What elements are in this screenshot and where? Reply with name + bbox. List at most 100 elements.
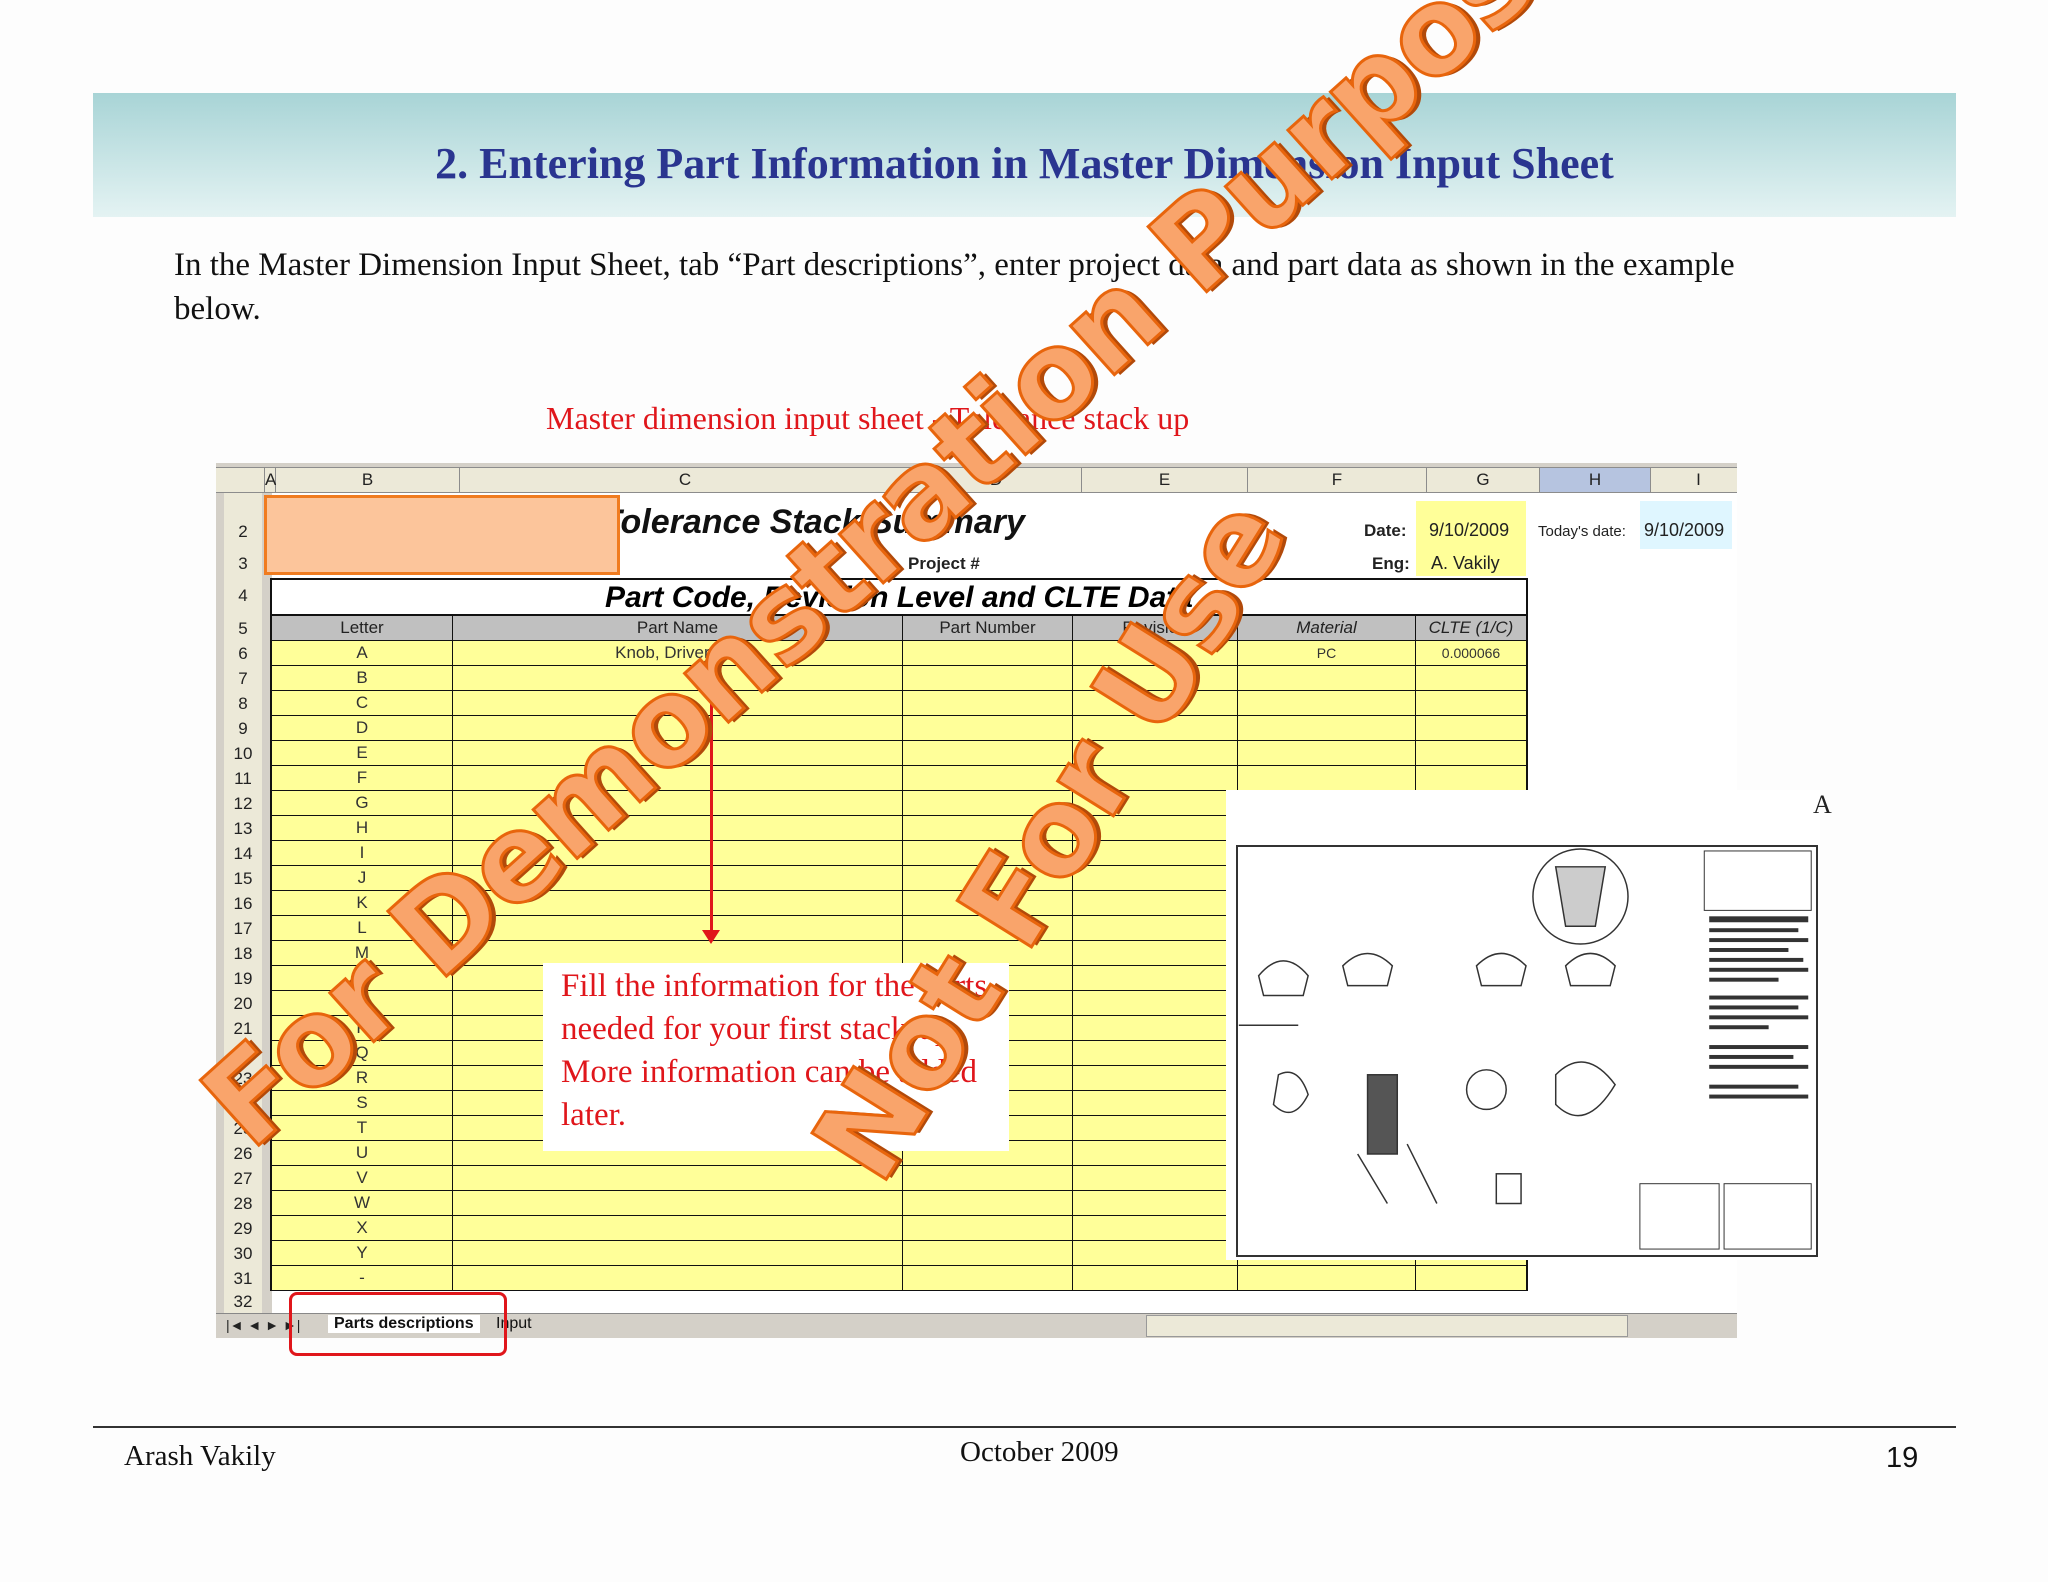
cell-material[interactable]: PC	[1238, 641, 1416, 666]
table-cell[interactable]	[1416, 716, 1528, 741]
table-cell[interactable]	[453, 791, 903, 816]
cell-letter[interactable]: G	[270, 791, 453, 816]
cell-letter[interactable]: V	[270, 1166, 453, 1191]
table-cell[interactable]	[903, 841, 1073, 866]
cell-letter[interactable]: U	[270, 1141, 453, 1166]
table-cell[interactable]	[1073, 941, 1238, 966]
table-cell[interactable]	[903, 766, 1073, 791]
cell-revision[interactable]: A0	[1073, 641, 1238, 666]
table-cell[interactable]	[1238, 766, 1416, 791]
cell-letter[interactable]: Y	[270, 1241, 453, 1266]
cell-letter[interactable]: T	[270, 1116, 453, 1141]
cell-letter[interactable]: C	[270, 691, 453, 716]
cell-letter[interactable]: Q	[270, 1041, 453, 1066]
tab-parts-descriptions[interactable]: Parts descriptions	[328, 1315, 480, 1333]
cell-letter[interactable]: X	[270, 1216, 453, 1241]
date-value[interactable]: 9/10/2009	[1429, 520, 1510, 540]
table-cell[interactable]	[1073, 766, 1238, 791]
table-cell[interactable]	[1073, 1216, 1238, 1241]
table-cell[interactable]	[1238, 691, 1416, 716]
tab-scroll-icon[interactable]: |◄ ◄ ► ►|	[226, 1317, 301, 1333]
table-cell[interactable]	[903, 916, 1073, 941]
cell-letter[interactable]: A	[270, 641, 453, 666]
cell-letter[interactable]: I	[270, 841, 453, 866]
table-cell[interactable]	[903, 1266, 1073, 1291]
table-cell[interactable]	[903, 866, 1073, 891]
cell-letter[interactable]: D	[270, 716, 453, 741]
table-cell[interactable]	[1073, 1191, 1238, 1216]
table-cell[interactable]	[1416, 766, 1528, 791]
table-cell[interactable]	[1238, 666, 1416, 691]
table-cell[interactable]	[1073, 691, 1238, 716]
table-cell[interactable]	[453, 1266, 903, 1291]
table-cell[interactable]	[1416, 666, 1528, 691]
cell-letter[interactable]: O	[270, 991, 453, 1016]
horizontal-scrollbar[interactable]	[1146, 1315, 1628, 1337]
table-cell[interactable]	[1416, 741, 1528, 766]
table-cell[interactable]	[1073, 1166, 1238, 1191]
table-cell[interactable]	[453, 866, 903, 891]
cell-letter[interactable]: R	[270, 1066, 453, 1091]
cell-letter[interactable]: L	[270, 916, 453, 941]
cell-letter[interactable]: M	[270, 941, 453, 966]
table-cell[interactable]	[903, 891, 1073, 916]
cell-part-number[interactable]	[903, 641, 1073, 666]
table-cell[interactable]	[1073, 916, 1238, 941]
table-cell[interactable]	[1073, 1091, 1238, 1116]
table-cell[interactable]	[1073, 1016, 1238, 1041]
table-cell[interactable]	[1073, 966, 1238, 991]
table-cell[interactable]	[453, 766, 903, 791]
table-cell[interactable]	[453, 716, 903, 741]
cell-letter[interactable]: W	[270, 1191, 453, 1216]
cell-letter[interactable]: J	[270, 866, 453, 891]
table-cell[interactable]	[453, 666, 903, 691]
table-cell[interactable]	[453, 841, 903, 866]
cell-letter[interactable]: P	[270, 1016, 453, 1041]
cell-letter[interactable]: K	[270, 891, 453, 916]
cell-letter[interactable]: -	[270, 1266, 453, 1291]
table-cell[interactable]	[1238, 741, 1416, 766]
table-cell[interactable]	[1073, 1266, 1238, 1291]
table-cell[interactable]	[903, 1241, 1073, 1266]
table-cell[interactable]	[453, 1241, 903, 1266]
table-cell[interactable]	[453, 1216, 903, 1241]
table-cell[interactable]	[1238, 716, 1416, 741]
table-cell[interactable]	[453, 1191, 903, 1216]
table-cell[interactable]	[903, 741, 1073, 766]
table-cell[interactable]	[903, 666, 1073, 691]
table-cell[interactable]	[1073, 841, 1238, 866]
cell-clte[interactable]: 0.000066	[1416, 641, 1528, 666]
table-cell[interactable]	[903, 716, 1073, 741]
cell-letter[interactable]: F	[270, 766, 453, 791]
table-cell[interactable]	[1073, 791, 1238, 816]
table-cell[interactable]	[1073, 866, 1238, 891]
cell-letter[interactable]: E	[270, 741, 453, 766]
table-cell[interactable]	[903, 816, 1073, 841]
cell-letter[interactable]: B	[270, 666, 453, 691]
cell-part-name[interactable]: Knob, Driver, LH	[453, 641, 903, 666]
table-cell[interactable]	[1073, 1116, 1238, 1141]
table-cell[interactable]	[1073, 991, 1238, 1016]
cell-letter[interactable]: N	[270, 966, 453, 991]
table-cell[interactable]	[903, 941, 1073, 966]
table-cell[interactable]	[453, 816, 903, 841]
table-cell[interactable]	[903, 1191, 1073, 1216]
table-cell[interactable]	[903, 1216, 1073, 1241]
table-cell[interactable]	[903, 1166, 1073, 1191]
table-cell[interactable]	[453, 1166, 903, 1191]
table-cell[interactable]	[1073, 666, 1238, 691]
table-cell[interactable]	[1238, 1266, 1416, 1291]
table-cell[interactable]	[453, 741, 903, 766]
table-cell[interactable]	[453, 691, 903, 716]
table-cell[interactable]	[453, 916, 903, 941]
table-cell[interactable]	[1416, 691, 1528, 716]
cell-letter[interactable]: H	[270, 816, 453, 841]
table-cell[interactable]	[1073, 1041, 1238, 1066]
cell-letter[interactable]: S	[270, 1091, 453, 1116]
table-cell[interactable]	[1073, 1141, 1238, 1166]
table-cell[interactable]	[1416, 1266, 1528, 1291]
table-cell[interactable]	[1073, 741, 1238, 766]
table-cell[interactable]	[903, 691, 1073, 716]
eng-value[interactable]: A. Vakily	[1431, 553, 1500, 573]
table-cell[interactable]	[1073, 1066, 1238, 1091]
